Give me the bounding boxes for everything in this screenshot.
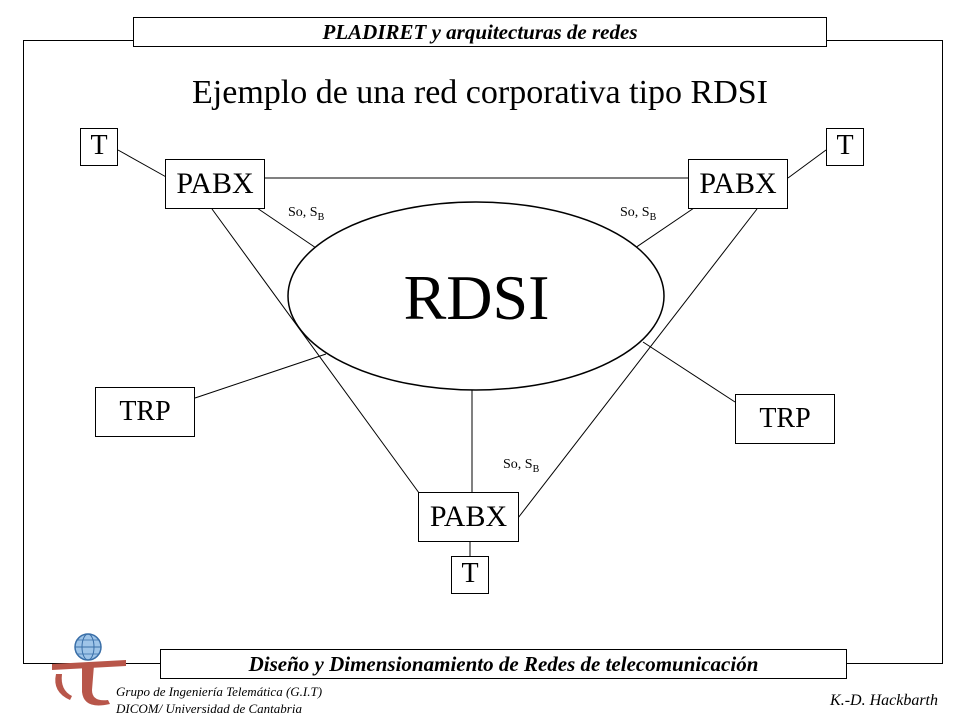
- link-pabx-right-pabx-bottom: [517, 208, 758, 519]
- terminal-top-left: T: [80, 128, 118, 166]
- link-t-left-pabx: [117, 149, 169, 179]
- trp-left: TRP: [95, 387, 195, 437]
- footer-group-line1: Grupo de Ingeniería Telemática (G.I.T): [116, 684, 323, 699]
- pabx-bottom: PABX: [418, 492, 519, 542]
- footer-author: K.-D. Hackbarth: [830, 692, 938, 709]
- pabx-left: PABX: [165, 159, 265, 209]
- pabx-right: PABX: [688, 159, 788, 209]
- footer-banner: Diseño y Dimensionamiento de Redes de te…: [160, 649, 847, 679]
- link-pabx-right-rdsi: [631, 207, 695, 251]
- rdsi-cloud: [287, 201, 665, 391]
- footer-group-line2: DICOM/ Universidad de Cantabria: [116, 701, 302, 716]
- header-banner: PLADIRET y arquitecturas de redes: [133, 17, 827, 47]
- interface-label-bottom: So, SB: [503, 457, 540, 475]
- terminal-bottom: T: [451, 556, 489, 594]
- rdsi-label: RDSI: [403, 262, 550, 333]
- interface-label-right: So, SB: [620, 205, 657, 223]
- link-pabx-left-pabx-bottom: [211, 208, 431, 509]
- git-logo-icon: [52, 633, 126, 706]
- link-trp-right-rdsi: [642, 341, 736, 403]
- trp-right: TRP: [735, 394, 835, 444]
- link-trp-left-rdsi: [194, 353, 327, 399]
- link-pabx-left-rdsi: [256, 207, 323, 253]
- footer-group-info: Grupo de Ingeniería Telemática (G.I.T) D…: [116, 683, 322, 717]
- link-t-right-pabx: [787, 149, 827, 179]
- slide-title: Ejemplo de una red corporativa tipo RDSI: [192, 74, 768, 111]
- interface-label-left: So, SB: [288, 205, 325, 223]
- terminal-top-right: T: [826, 128, 864, 166]
